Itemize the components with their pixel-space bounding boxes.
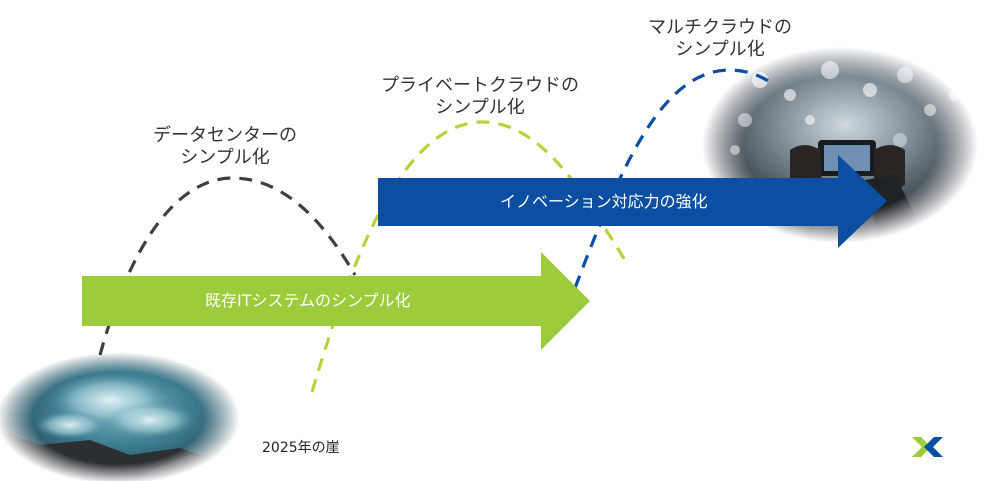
private-cloud-curve-label: プライベートクラウドの シンプル化 [365, 75, 595, 119]
private-cloud-label-line2: シンプル化 [435, 97, 525, 118]
multi-cloud-label-line2: シンプル化 [675, 39, 765, 60]
cliff-2025-label: 2025年の崖 [262, 440, 340, 456]
private-cloud-curve [310, 120, 630, 393]
datacenter-curve [98, 176, 357, 356]
multi-cloud-curve-label: マルチクラウドの シンプル化 [630, 17, 810, 61]
datacenter-label-line2: シンプル化 [180, 147, 270, 168]
legacy-arrow-label: 既存ITシステムのシンプル化 [205, 291, 411, 310]
private-cloud-label-line1: プライベートクラウドの [381, 75, 579, 96]
datacenter-curve-label: データセンターの シンプル化 [135, 125, 315, 169]
innovation-arrow-label: イノベーション対応力の強化 [500, 192, 708, 211]
multi-cloud-label-line1: マルチクラウドの [648, 17, 792, 38]
datacenter-label-line1: データセンターの [153, 125, 297, 146]
legacy-arrow [82, 252, 590, 350]
innovation-arrow [378, 155, 887, 248]
ocean-cliff-photo [0, 350, 245, 481]
nutanix-x-logo [912, 437, 943, 457]
